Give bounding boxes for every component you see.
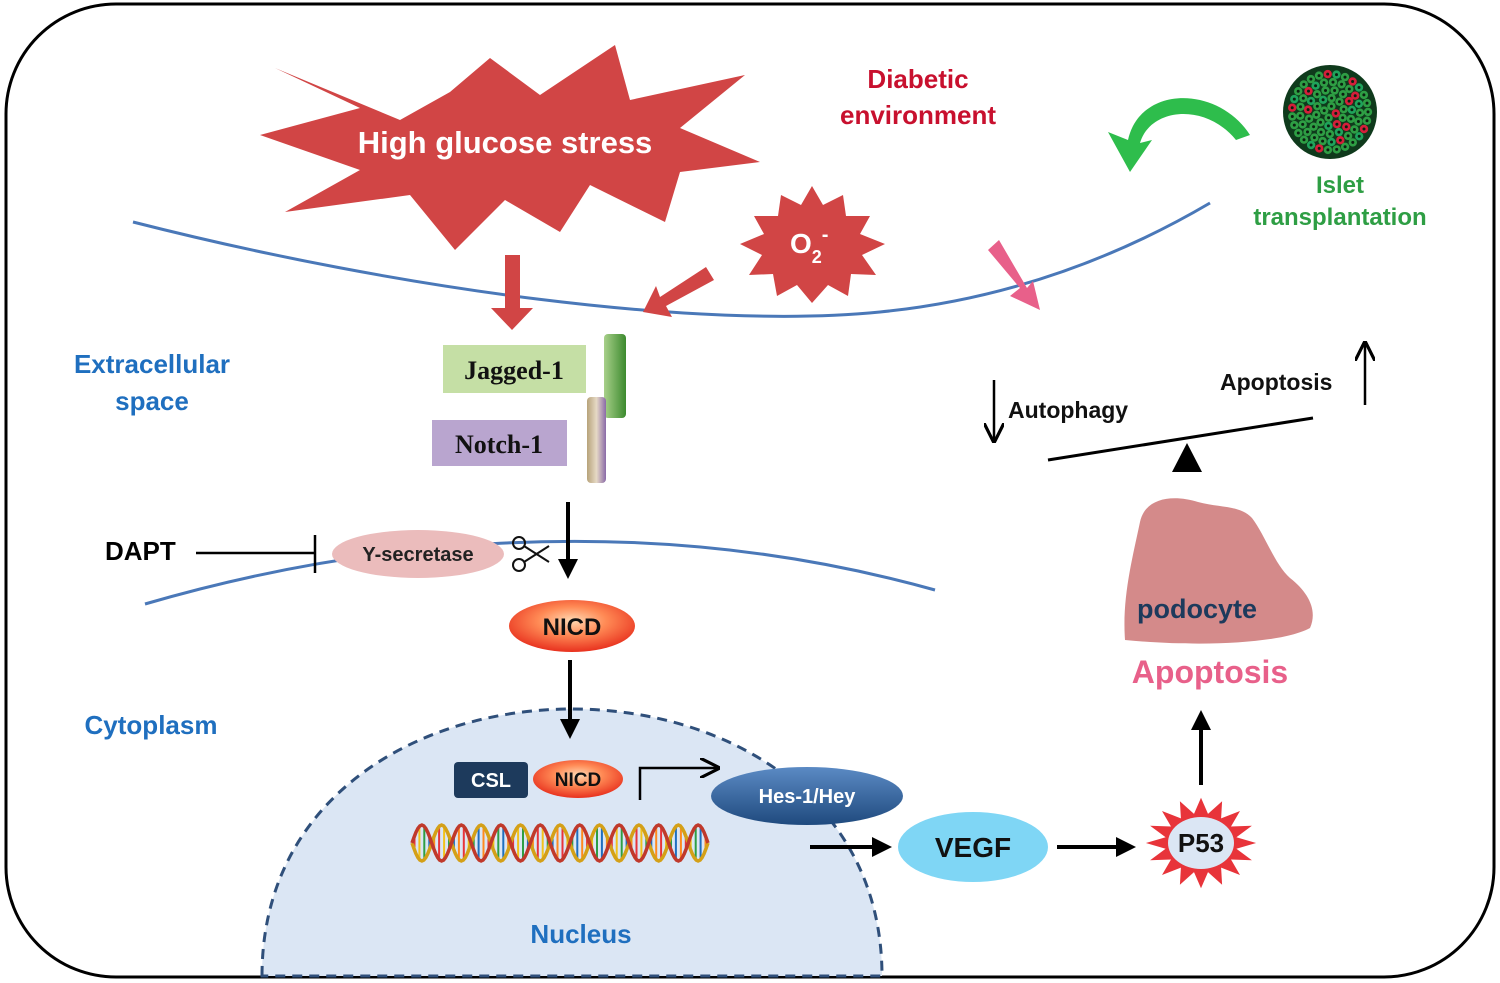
scissors-icon — [512, 536, 550, 572]
notch-box — [432, 420, 567, 466]
balance-fulcrum — [1172, 443, 1202, 472]
islet-label-line2: transplantation — [1253, 204, 1426, 231]
extracellular-label-line1: Extracellular — [74, 349, 230, 379]
nicd-ellipse — [509, 600, 635, 652]
jagged-label: Jagged-1 — [464, 356, 564, 385]
nicd-label: NICD — [543, 614, 602, 641]
islet-cluster-icon — [1283, 65, 1377, 159]
dna-helix-icon — [410, 823, 710, 863]
extracellular-label-line2: space — [115, 386, 189, 416]
jagged-box — [443, 345, 586, 393]
apoptosis-main-label: Apoptosis — [1132, 654, 1288, 690]
dapt-label: DAPT — [105, 536, 176, 566]
high-glucose-burst: High glucose stress — [260, 45, 760, 250]
vegf-label: VEGF — [935, 832, 1011, 863]
hes-ellipse — [711, 767, 903, 825]
secretase-ellipse — [332, 530, 504, 578]
nucleus-nicd-label: NICD — [555, 770, 601, 791]
diabetic-label-line2: environment — [840, 100, 996, 130]
p53-label: P53 — [1178, 828, 1224, 858]
vegf-ellipse — [898, 812, 1048, 882]
csl-box — [454, 762, 528, 798]
diabetic-label-line1: Diabetic — [867, 64, 968, 94]
nucleus-nicd-ellipse — [533, 760, 623, 798]
apoptosis-balance-label: Apoptosis — [1220, 369, 1332, 395]
high-glucose-label: High glucose stress — [358, 125, 653, 160]
jagged-bar — [604, 334, 626, 418]
cytoplasm-label: Cytoplasm — [85, 710, 218, 740]
superoxide-label: O2- — [790, 224, 828, 267]
csl-label: CSL — [471, 770, 511, 792]
secretase-label: Y-secretase — [362, 544, 473, 566]
nucleus-label: Nucleus — [530, 919, 631, 949]
notch-label: Notch-1 — [455, 430, 543, 459]
islet-curved-arrow — [1108, 98, 1250, 172]
balance-beam — [1047, 416, 1314, 462]
cell-membrane-outer — [132, 201, 1211, 318]
podocyte-shape — [1124, 498, 1313, 644]
hes-label: Hes-1/Hey — [759, 786, 857, 808]
podocyte-pink-arrow — [988, 240, 1040, 310]
transcription-arrow — [638, 768, 718, 800]
superoxide-burst: O2- — [740, 186, 885, 303]
autophagy-label: Autophagy — [1008, 397, 1128, 423]
notch-bar — [587, 397, 606, 483]
p53-burst: P53 — [1145, 797, 1257, 889]
glucose-arrow — [491, 255, 533, 330]
islet-label-line1: Islet — [1316, 172, 1364, 199]
superoxide-arrow — [643, 267, 714, 317]
podocyte-label: podocyte — [1137, 594, 1257, 624]
